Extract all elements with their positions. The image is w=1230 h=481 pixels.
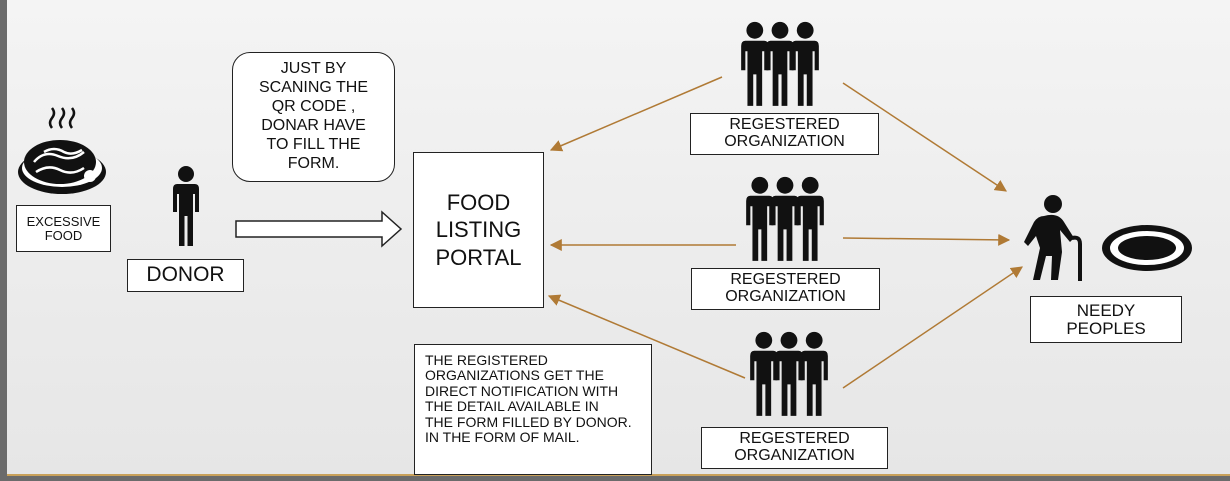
- excessive-food-label: EXCESSIVE FOOD: [16, 205, 111, 252]
- frame-gold-line: [7, 474, 1230, 476]
- group-people-icon: [750, 331, 828, 416]
- donor-to-portal-arrow: [235, 210, 403, 248]
- top-org-to-portal-arrow: [549, 76, 723, 152]
- group-people-icon: [746, 176, 824, 261]
- notification-note: THE REGISTERED ORGANIZATIONS GET THE DIR…: [414, 344, 652, 475]
- elderly-person-icon: [1024, 195, 1082, 281]
- food-plate-icon: [18, 107, 106, 194]
- top-org-to-needy-arrow: [842, 82, 1008, 192]
- food-listing-portal: FOOD LISTING PORTAL: [413, 152, 544, 308]
- middle-org-to-needy-arrow: [842, 233, 1011, 246]
- needy-peoples-label: NEEDY PEOPLES: [1030, 296, 1182, 343]
- bottom-organization-label: REGESTERED ORGANIZATION: [701, 427, 888, 469]
- bottom-org-to-portal-arrow: [547, 294, 746, 379]
- donor-person-icon: [173, 166, 199, 246]
- empty-plate-icon: [1102, 225, 1192, 271]
- frame-bottom-edge: [0, 476, 1230, 481]
- frame-left-edge: [0, 0, 7, 481]
- connector-arrows: [547, 76, 1023, 389]
- qr-code-instruction-callout: JUST BY SCANING THE QR CODE , DONAR HAVE…: [232, 52, 395, 182]
- middle-organization-label: REGESTERED ORGANIZATION: [691, 268, 880, 310]
- donor-label: DONOR: [127, 259, 244, 292]
- bottom-org-to-needy-arrow: [842, 266, 1023, 389]
- group-people-icon: [741, 21, 819, 106]
- top-organization-label: REGESTERED ORGANIZATION: [690, 113, 879, 155]
